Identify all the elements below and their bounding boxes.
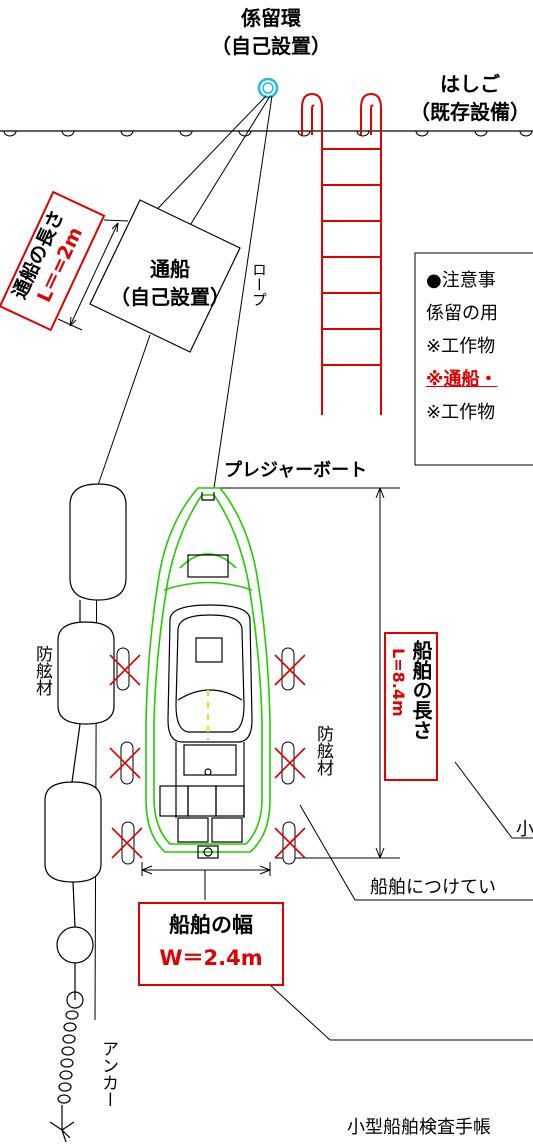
boat-width-line1: 船舶の幅 (169, 913, 253, 937)
ladder-label-line2: （既存設備） (410, 100, 530, 124)
tender-length-dimension (57, 219, 129, 331)
notice-title: ●注意事 (426, 270, 496, 291)
boat-width-box: 船舶の幅 W＝2.4m (138, 902, 284, 986)
fender-label-left: 防舷材 (32, 645, 52, 696)
tender-label-line2: （自己設置） (110, 285, 230, 309)
boat-interior (159, 492, 253, 859)
boat-fenders (116, 647, 296, 865)
notice-line2: ※工作物 (426, 336, 496, 357)
notice-text: ●注意事 係留の用 ※工作物 ※通船・ ※工作物 (426, 264, 498, 429)
anchor-icon (49, 991, 84, 1143)
boat-length-box: 船舶の長さ L=8.4m (384, 632, 438, 781)
notice-line3: ※通船・ (426, 369, 498, 390)
rope-label: ロープ (250, 262, 268, 307)
ladder-label: はしご （既存設備） (395, 70, 533, 126)
boat-length-line2: L=8.4m (389, 648, 408, 717)
attached-note: 船舶につけてい (370, 877, 496, 898)
anchor-label: アンカー (98, 1040, 118, 1108)
ladder (301, 92, 382, 415)
mooring-ring-label-line2: （自己設置） (211, 34, 331, 58)
ladder-label-line1: はしご (440, 72, 500, 96)
prohibited-marks (109, 654, 306, 859)
fender-label-right: 防舷材 (313, 725, 333, 776)
tender-label: 通船 （自己設置） (95, 255, 245, 311)
pleasure-boat-label: プレジャーボート (224, 460, 368, 481)
mooring-ring-icon (257, 77, 279, 99)
mooring-ring-label-line1: 係留環 (241, 6, 301, 30)
boat-length-dimension (215, 487, 400, 859)
pleasure-boat (145, 487, 271, 853)
notice-line4: ※工作物 (426, 402, 496, 423)
boat-length-line1: 船舶の長さ (409, 640, 433, 740)
notice-line1: 係留の用 (426, 303, 498, 324)
leader-lines (269, 761, 533, 1041)
tender-label-line1: 通船 (150, 257, 190, 281)
inspection-note: 小型船舶検査手帳 (347, 1117, 491, 1138)
rope-lines (96, 95, 273, 489)
boat-width-line2: W＝2.4m (159, 946, 263, 970)
fender-chain (44, 483, 127, 1021)
boat-width-dimension (141, 862, 271, 900)
mooring-ring-label: 係留環 （自己設置） (211, 4, 331, 60)
tender-boat (89, 199, 241, 353)
right-small-label: 小 (516, 819, 533, 840)
notice-box (414, 252, 533, 466)
